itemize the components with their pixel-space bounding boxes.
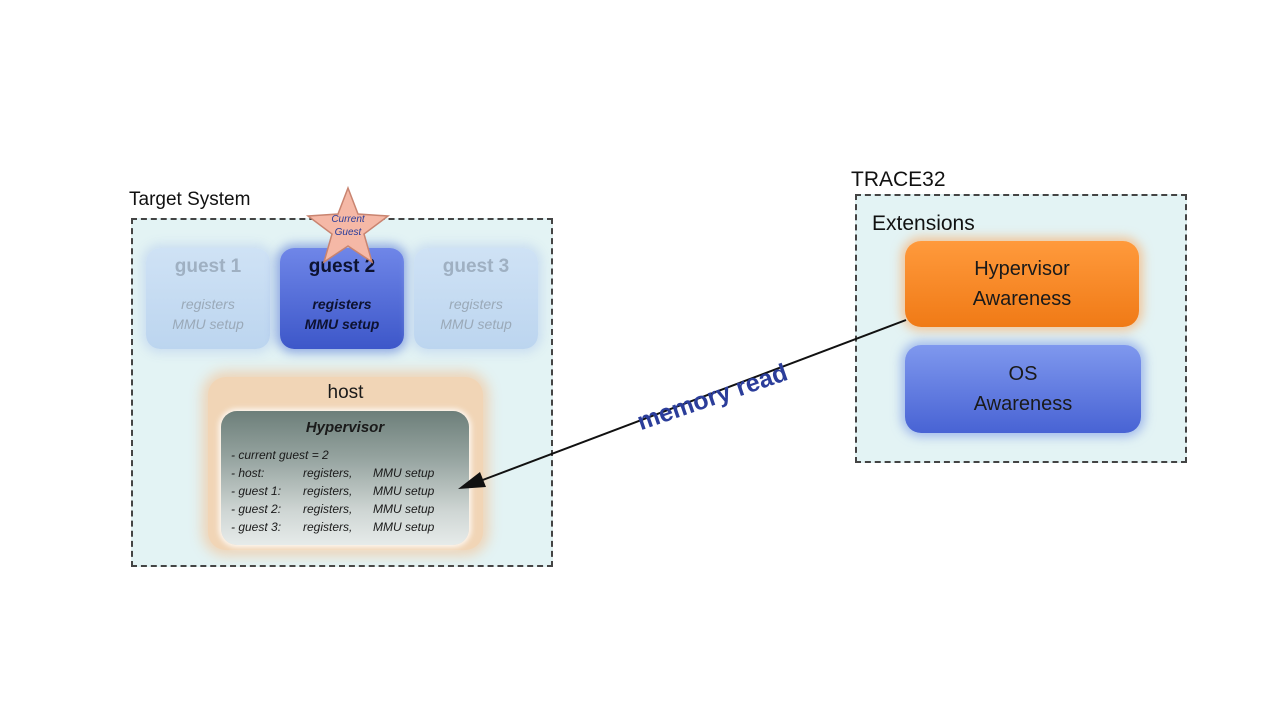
hypervisor-awareness-line-2: Awareness [972, 288, 1072, 310]
current-guest-star-icon [305, 185, 391, 264]
row-registers: registers, [303, 466, 353, 480]
hypervisor-title: Hypervisor [305, 419, 385, 436]
hypervisor-current-guest: - current guest = 2 [231, 448, 329, 462]
row-registers: registers, [303, 520, 353, 534]
arrow-head-icon [458, 472, 486, 489]
row-mmu: MMU setup [373, 466, 435, 480]
current-guest-badge-line-2: Guest [334, 227, 362, 238]
hypervisor-row-guest-1: - guest 1: registers, MMU setup [221, 482, 469, 500]
trace32-label: TRACE32 [851, 168, 946, 191]
guest-2-registers: registers [312, 296, 372, 312]
guest-1-box: guest 1 registers MMU setup [146, 248, 270, 349]
row-mmu: MMU setup [373, 484, 435, 498]
hypervisor-row-guest-2: - guest 2: registers, MMU setup [221, 500, 469, 518]
row-mmu: MMU setup [373, 502, 435, 516]
current-guest-badge: Current Guest [313, 213, 383, 239]
os-awareness-line-2: Awareness [973, 393, 1073, 415]
guest-3-mmu: MMU setup [440, 316, 512, 332]
guest-1-mmu: MMU setup [172, 316, 244, 332]
guest-3-box: guest 3 registers MMU setup [414, 248, 538, 349]
guest-1-registers: registers [181, 296, 235, 312]
guest-2-mmu: MMU setup [304, 316, 380, 332]
guest-3-name: guest 3 [442, 256, 510, 277]
os-awareness-line-1: OS [1008, 363, 1038, 385]
hypervisor-awareness-line-1: Hypervisor [974, 258, 1070, 280]
extensions-label: Extensions [872, 212, 975, 235]
hypervisor-row-host: - host: registers, MMU setup [221, 464, 469, 482]
os-awareness-box: OS Awareness [905, 345, 1141, 433]
guest-1-name: guest 1 [174, 256, 242, 277]
row-mmu: MMU setup [373, 520, 435, 534]
hypervisor-box: Hypervisor - current guest = 2 - host: r… [221, 411, 469, 545]
row-registers: registers, [303, 502, 353, 516]
current-guest-badge-line-1: Current [331, 214, 365, 225]
row-registers: registers, [303, 484, 353, 498]
row-name: - host: [231, 466, 265, 480]
target-system-label: Target System [129, 189, 251, 210]
host-label: host [327, 382, 364, 403]
hypervisor-row-guest-3: - guest 3: registers, MMU setup [221, 518, 469, 536]
row-name: - guest 2: [231, 502, 282, 516]
row-name: - guest 1: [231, 484, 282, 498]
hypervisor-awareness-box: Hypervisor Awareness [905, 241, 1139, 327]
guest-3-registers: registers [449, 296, 503, 312]
row-name: - guest 3: [231, 520, 282, 534]
